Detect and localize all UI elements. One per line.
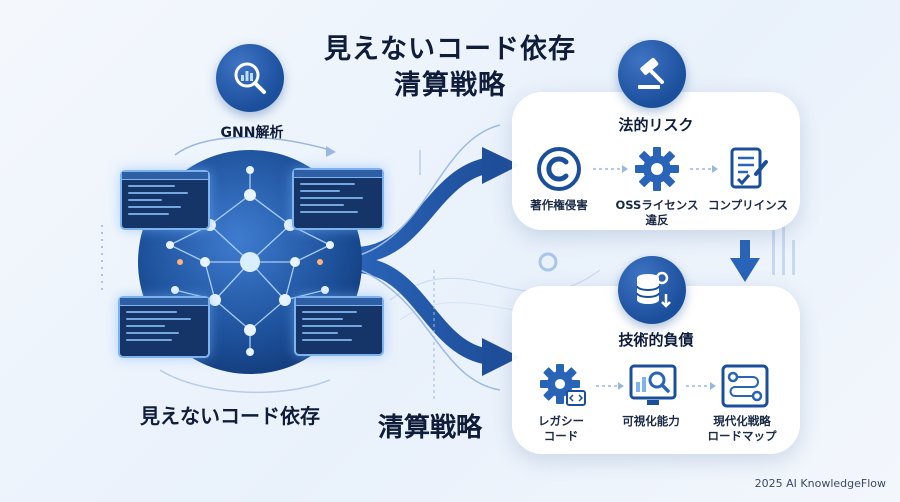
gear-code-icon (537, 361, 589, 413)
magnifier-chart-icon (230, 58, 270, 98)
down-arrow (730, 258, 760, 282)
legal-item-1-label: 著作権侵害 (522, 198, 596, 213)
tech-item-2-label: 可視化能力 (610, 414, 692, 429)
code-window-bottom-left (118, 296, 210, 358)
decor-ring (540, 254, 556, 270)
tech-item-3 (716, 358, 774, 416)
code-window-top-left (120, 170, 210, 230)
code-window-top-right (292, 168, 384, 230)
tech-item-1 (534, 358, 592, 416)
gear-icon (632, 144, 682, 194)
monitor-search-icon (627, 362, 679, 412)
bottom-center-label: 清算戦略 (378, 407, 482, 444)
tech-debt-title: 技術的負債 (606, 329, 706, 350)
bottom-left-label: 見えないコード依存 (140, 400, 320, 429)
footer-credit: 2025 AI KnowledgeFlow (755, 477, 886, 490)
code-window-bottom-right (294, 296, 384, 356)
legal-risk-badge (618, 40, 686, 108)
tech-debt-badge (618, 256, 686, 324)
title-line1: 見えないコード依存 (300, 32, 600, 68)
copyright-icon (534, 144, 584, 194)
document-check-icon (722, 144, 772, 194)
gavel-icon (632, 54, 672, 94)
database-gear-icon (630, 268, 674, 312)
legal-item-3-label: コンプリインス (700, 198, 796, 213)
roadmap-icon (719, 362, 771, 412)
tech-item-2 (624, 358, 682, 416)
legal-item-2-label: OSSライセンス 違反 (604, 198, 710, 228)
legal-item-2 (628, 140, 686, 198)
tech-item-3-label: 現代化戦略 ロードマップ (692, 414, 792, 444)
tech-item-1-label: レガシー コード (528, 414, 594, 444)
gnn-analysis-badge (216, 44, 284, 112)
legal-item-1 (530, 140, 588, 198)
legal-item-3 (718, 140, 776, 198)
legal-risk-title: 法的リスク (606, 114, 706, 135)
gnn-analysis-label: GNN解析 (212, 122, 292, 142)
